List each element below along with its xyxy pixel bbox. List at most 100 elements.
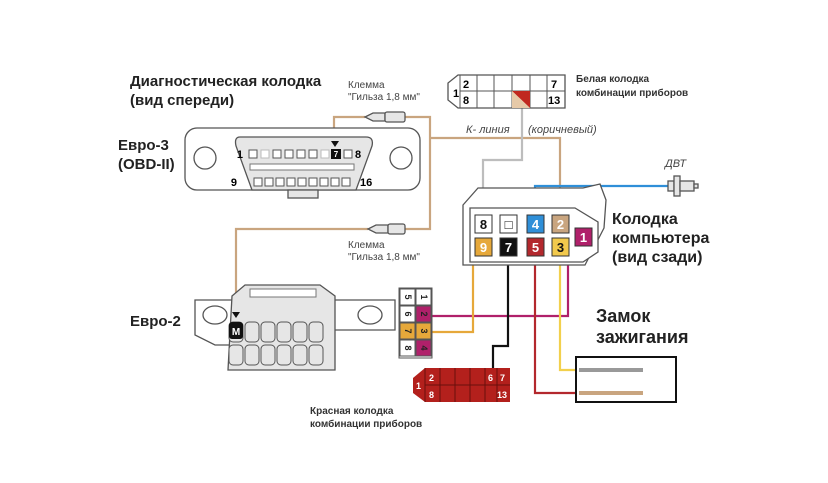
svg-text:8: 8 [403,345,413,350]
svg-text:4: 4 [532,217,540,232]
euro2-pin [276,344,292,366]
svg-text:1: 1 [453,88,459,100]
wire-black [491,256,510,368]
diag-title-2: (вид спереди) [130,92,234,109]
ecu-label-2: компьютера [612,230,709,247]
small-block-pin-2 [415,305,432,323]
wire-magenta [432,246,570,318]
ecu-pin-4: 4 [526,214,545,234]
ecu-label-1: Колодка [612,211,678,228]
svg-text:1: 1 [419,294,429,299]
wire-orange [432,256,475,334]
ecu-pin-3: 3 [551,237,570,257]
svg-text:8: 8 [480,217,487,232]
wire-k-line-euro2 [234,227,368,318]
svg-text:7: 7 [505,240,512,255]
euro2-pin [292,344,308,366]
terminal-label-bottom-2: "Гильза 1,8 мм" [348,252,420,263]
euro2-pin [244,321,260,343]
euro2-pin [308,344,324,366]
red-block-label-1: Красная колодка [310,406,394,417]
wire-yellow [558,256,600,372]
ecu-pin-7: 7 [499,237,518,257]
terminal-label-bottom-1: Клемма [348,240,385,251]
ecu-pin-9: 9 [474,237,493,257]
euro3-label: Евро-3 [118,137,169,154]
euro2-pin [276,321,292,343]
ignition-label-1: Замок [596,306,651,326]
wire-grey [481,108,524,214]
terminal-label-top-1: Клемма [348,80,385,91]
white-block-label-1: Белая колодка [576,74,650,85]
svg-text:6: 6 [403,311,413,316]
euro2-pin [260,344,276,366]
small-block-pin-8 [399,339,416,357]
wire-k-line-main [405,115,432,231]
obd2-pin-row-1: 7 [248,141,353,159]
small-block-pin-1 [415,288,432,306]
small-block-pin-3 [415,322,432,340]
svg-text:2: 2 [429,373,434,383]
ecu-pin-empty: □ [499,214,518,234]
ecu-pin-5: 5 [526,237,545,257]
svg-text:8: 8 [355,149,361,161]
svg-text:1: 1 [237,149,243,161]
ignition-switch [575,356,677,403]
arrow-down-icon [232,312,240,318]
white-block-label-2: комбинации приборов [576,87,688,99]
svg-text:13: 13 [548,95,560,107]
ecu-pin-1: 1 [574,227,593,247]
svg-text:9: 9 [231,177,237,189]
arrow-down-icon [331,141,339,147]
euro2-pin-m: M [232,327,240,338]
euro2-pin [292,321,308,343]
svg-text:6: 6 [488,373,493,383]
svg-text:9: 9 [480,240,487,255]
dvt-label: ДВТ [663,158,687,170]
white-instrument-block: 1 2 8 7 13 [447,74,566,109]
ecu-label-3: (вид сзади) [612,249,702,266]
small-block-pin-7 [399,322,416,340]
small-block-pin-6 [399,305,416,323]
svg-text:3: 3 [557,240,564,255]
svg-text:1: 1 [416,381,421,391]
terminal-top [363,111,406,123]
red-instrument-block: 1 2 8 6 7 13 [413,368,510,402]
svg-text:3: 3 [419,328,429,333]
euro2-pin [228,344,244,366]
terminal-bottom [366,223,406,235]
obd2-pin-7 [331,149,341,159]
svg-text:2: 2 [557,217,564,232]
svg-text:1: 1 [580,230,587,245]
small-block-pin-4 [415,339,432,357]
svg-text:13: 13 [497,390,507,400]
svg-text:2: 2 [419,311,429,316]
terminal-label-top-2: "Гильза 1,8 мм" [348,92,420,103]
svg-text:□: □ [505,217,513,232]
euro2-label: Евро-2 [130,313,181,330]
svg-text:7: 7 [551,79,557,91]
ecu-pin-2: 2 [551,214,570,234]
ecu-pin-8: 8 [474,214,493,234]
svg-text:16: 16 [360,177,372,189]
small-block-pin-5 [399,288,416,306]
svg-text:5: 5 [403,294,413,299]
dvt-sensor [667,175,699,197]
obd2-connector: 7 1 8 9 16 [184,127,421,199]
diag-title-1: Диагностическая колодка [130,73,322,90]
obd2-label: (OBD-II) [118,156,175,173]
obd2-pin-row-2 [253,177,351,187]
svg-text:7: 7 [334,150,339,159]
svg-text:7: 7 [500,373,505,383]
svg-text:5: 5 [532,240,539,255]
svg-text:2: 2 [463,79,469,91]
svg-text:7: 7 [403,328,413,333]
svg-text:8: 8 [429,390,434,400]
euro2-connector: M [194,284,396,371]
euro2-pin [244,344,260,366]
svg-text:8: 8 [463,95,469,107]
euro2-pin [308,321,324,343]
ecu-connector: 8 □ 4 2 1 9 7 5 3 [462,183,607,266]
